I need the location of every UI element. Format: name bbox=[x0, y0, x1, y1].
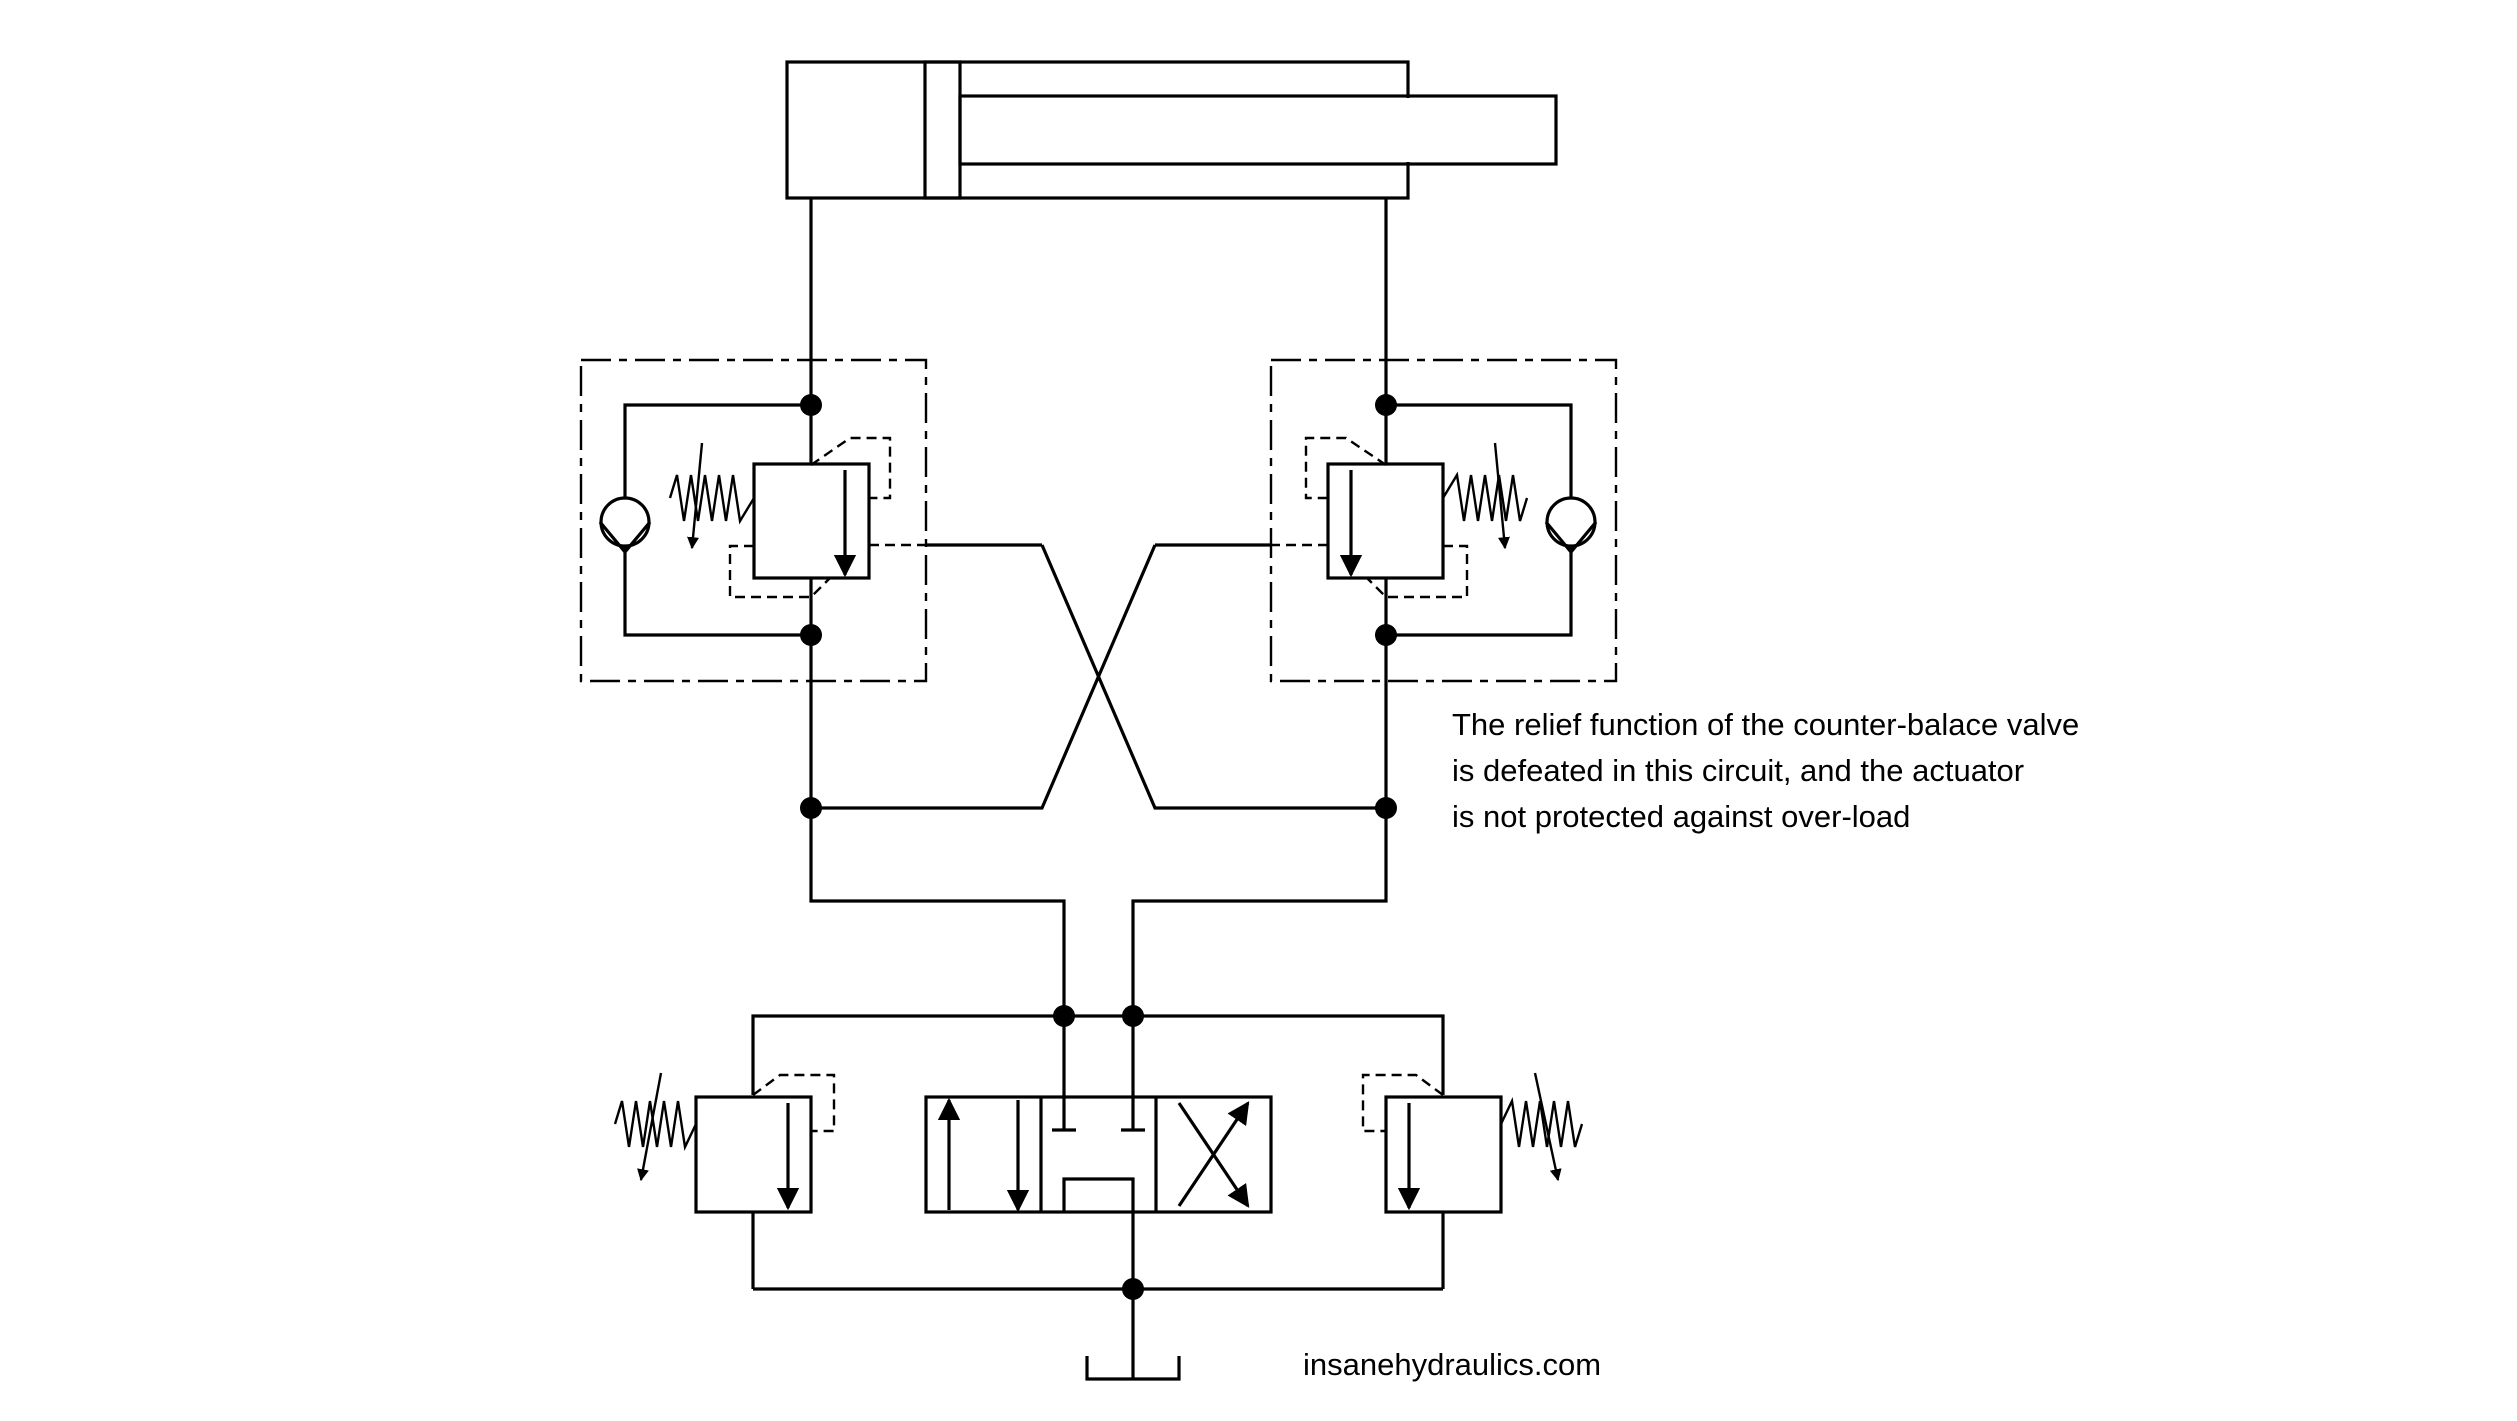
crossover-pilot-lines bbox=[800, 544, 1397, 819]
check-valve-left-icon bbox=[599, 496, 651, 548]
counterbalance-valve-right bbox=[1155, 358, 1618, 808]
cbv-right-relief-body bbox=[1326, 462, 1445, 580]
note-line-1: The relief function of the counter-balac… bbox=[1452, 707, 2080, 742]
supply-lines bbox=[751, 808, 1445, 1095]
port-relief-valve-left bbox=[613, 1072, 836, 1289]
counterbalance-valve-left bbox=[579, 358, 1042, 808]
cbv-left-enclosure bbox=[579, 358, 928, 683]
note-line-2: is defeated in this circuit, and the act… bbox=[1452, 753, 2025, 788]
check-valve-right-icon bbox=[1545, 496, 1597, 548]
circuit-note: The relief function of the counter-balac… bbox=[1452, 702, 2079, 840]
cbv-right-enclosure bbox=[1269, 358, 1618, 683]
directional-control-valve bbox=[924, 1016, 1273, 1214]
site-credit: insanehydraulics.com bbox=[1303, 1347, 1602, 1382]
tank-icon bbox=[1085, 1356, 1181, 1381]
hydraulic-cylinder bbox=[785, 60, 1558, 200]
cylinder-lines bbox=[809, 198, 1388, 405]
port-relief-valve-right bbox=[1361, 1072, 1584, 1289]
note-line-3: is not protected against over-load bbox=[1452, 799, 1911, 834]
cbv-left-relief-body bbox=[752, 462, 871, 580]
cylinder-rod bbox=[958, 94, 1558, 166]
tank-return bbox=[753, 1212, 1443, 1381]
cylinder-piston bbox=[923, 60, 962, 200]
